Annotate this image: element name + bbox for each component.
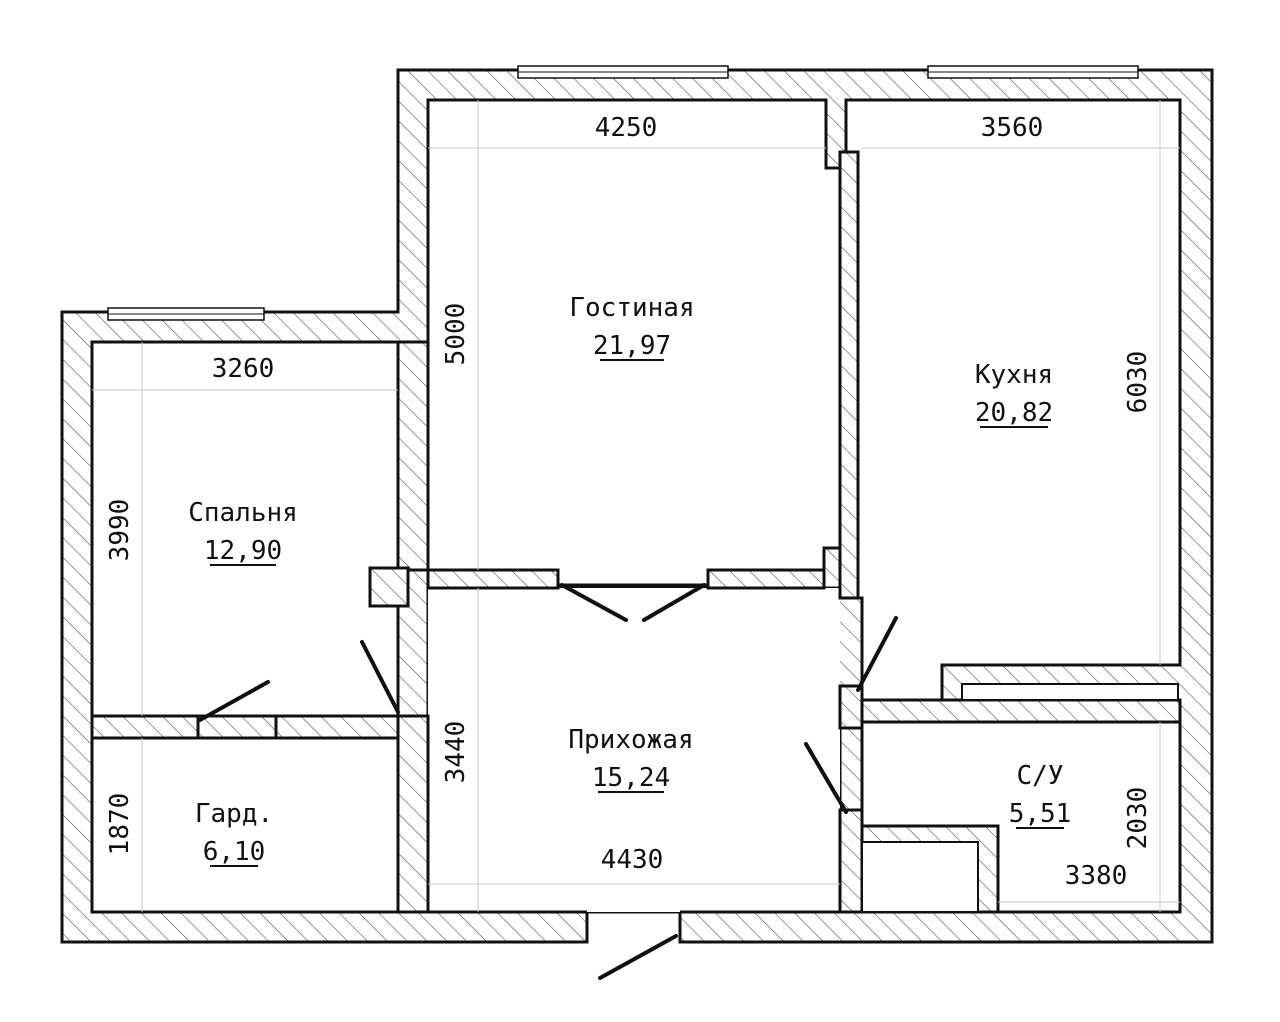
window-living: [517, 65, 729, 79]
living-room-label: Гостиная 21,97: [569, 293, 695, 361]
dim-hall-width: 4430: [601, 845, 664, 875]
kitchen-counter: [961, 683, 1179, 701]
wardrobe-label: Гард. 6,10: [195, 799, 273, 867]
door-bathroom: [804, 742, 848, 814]
door-living-left: [560, 583, 628, 622]
living-room-name: Гостиная: [569, 293, 694, 323]
door-bedroom: [198, 680, 270, 722]
kitchen-label: Кухня 20,82: [975, 360, 1053, 428]
hall-label: Прихожая 15,24: [568, 725, 694, 793]
bedroom-name: Спальня: [188, 498, 298, 528]
wall-kitchen-bath: [860, 698, 1182, 724]
ventilation-shaft: [368, 566, 410, 608]
dim-hall-height: 3440: [441, 721, 471, 784]
wall-living-kitchen: [838, 150, 860, 600]
bathroom-area: 5,51: [1009, 799, 1072, 829]
dim-kitchen-height: 6030: [1123, 351, 1153, 414]
bedroom-floor: [90, 340, 400, 718]
wall-bath-hall-lower: [838, 808, 864, 914]
window-bedroom: [107, 307, 265, 321]
hall-extension: [428, 588, 840, 912]
hall-name: Прихожая: [568, 725, 693, 755]
dim-bath-width: 3380: [1065, 861, 1128, 891]
dim-bedroom-height: 3990: [105, 499, 135, 562]
kitchen-area: 20,82: [975, 398, 1053, 428]
window-kitchen: [927, 65, 1139, 79]
wardrobe-name: Гард.: [195, 799, 273, 829]
door-wardrobe: [360, 640, 400, 714]
wall-wardrobe-right: [396, 714, 430, 914]
wardrobe-area: 6,10: [203, 837, 266, 867]
wall-bedroom-right: [396, 340, 430, 572]
bedroom-label: Спальня 12,90: [188, 498, 298, 566]
bathroom-name: С/У: [1017, 761, 1064, 791]
dim-bedroom-width: 3260: [212, 354, 275, 384]
bedroom-area: 12,90: [204, 536, 282, 566]
wall-living-bottom-left: [426, 568, 560, 590]
hall-area: 15,24: [592, 763, 670, 793]
door-kitchen: [856, 616, 898, 692]
wall-bath-hall: [838, 684, 864, 730]
wall-bedroom-hall: [90, 714, 200, 740]
dim-kitchen-width: 3560: [981, 113, 1044, 143]
dim-living-width: 4250: [595, 113, 658, 143]
dim-bath-height: 2030: [1123, 787, 1153, 850]
wall-wardrobe-hall: [274, 714, 402, 740]
dim-wardrobe-height: 1870: [105, 793, 135, 856]
dim-living-height: 5000: [441, 303, 471, 366]
bathroom-label: С/У 5,51: [1009, 761, 1072, 829]
kitchen-name: Кухня: [975, 360, 1053, 390]
door-entrance: [598, 934, 678, 980]
living-room-area: 21,97: [593, 331, 671, 361]
wall-living-bottom-right: [706, 568, 826, 590]
bathtub: [861, 841, 979, 913]
door-living-right: [642, 583, 706, 622]
